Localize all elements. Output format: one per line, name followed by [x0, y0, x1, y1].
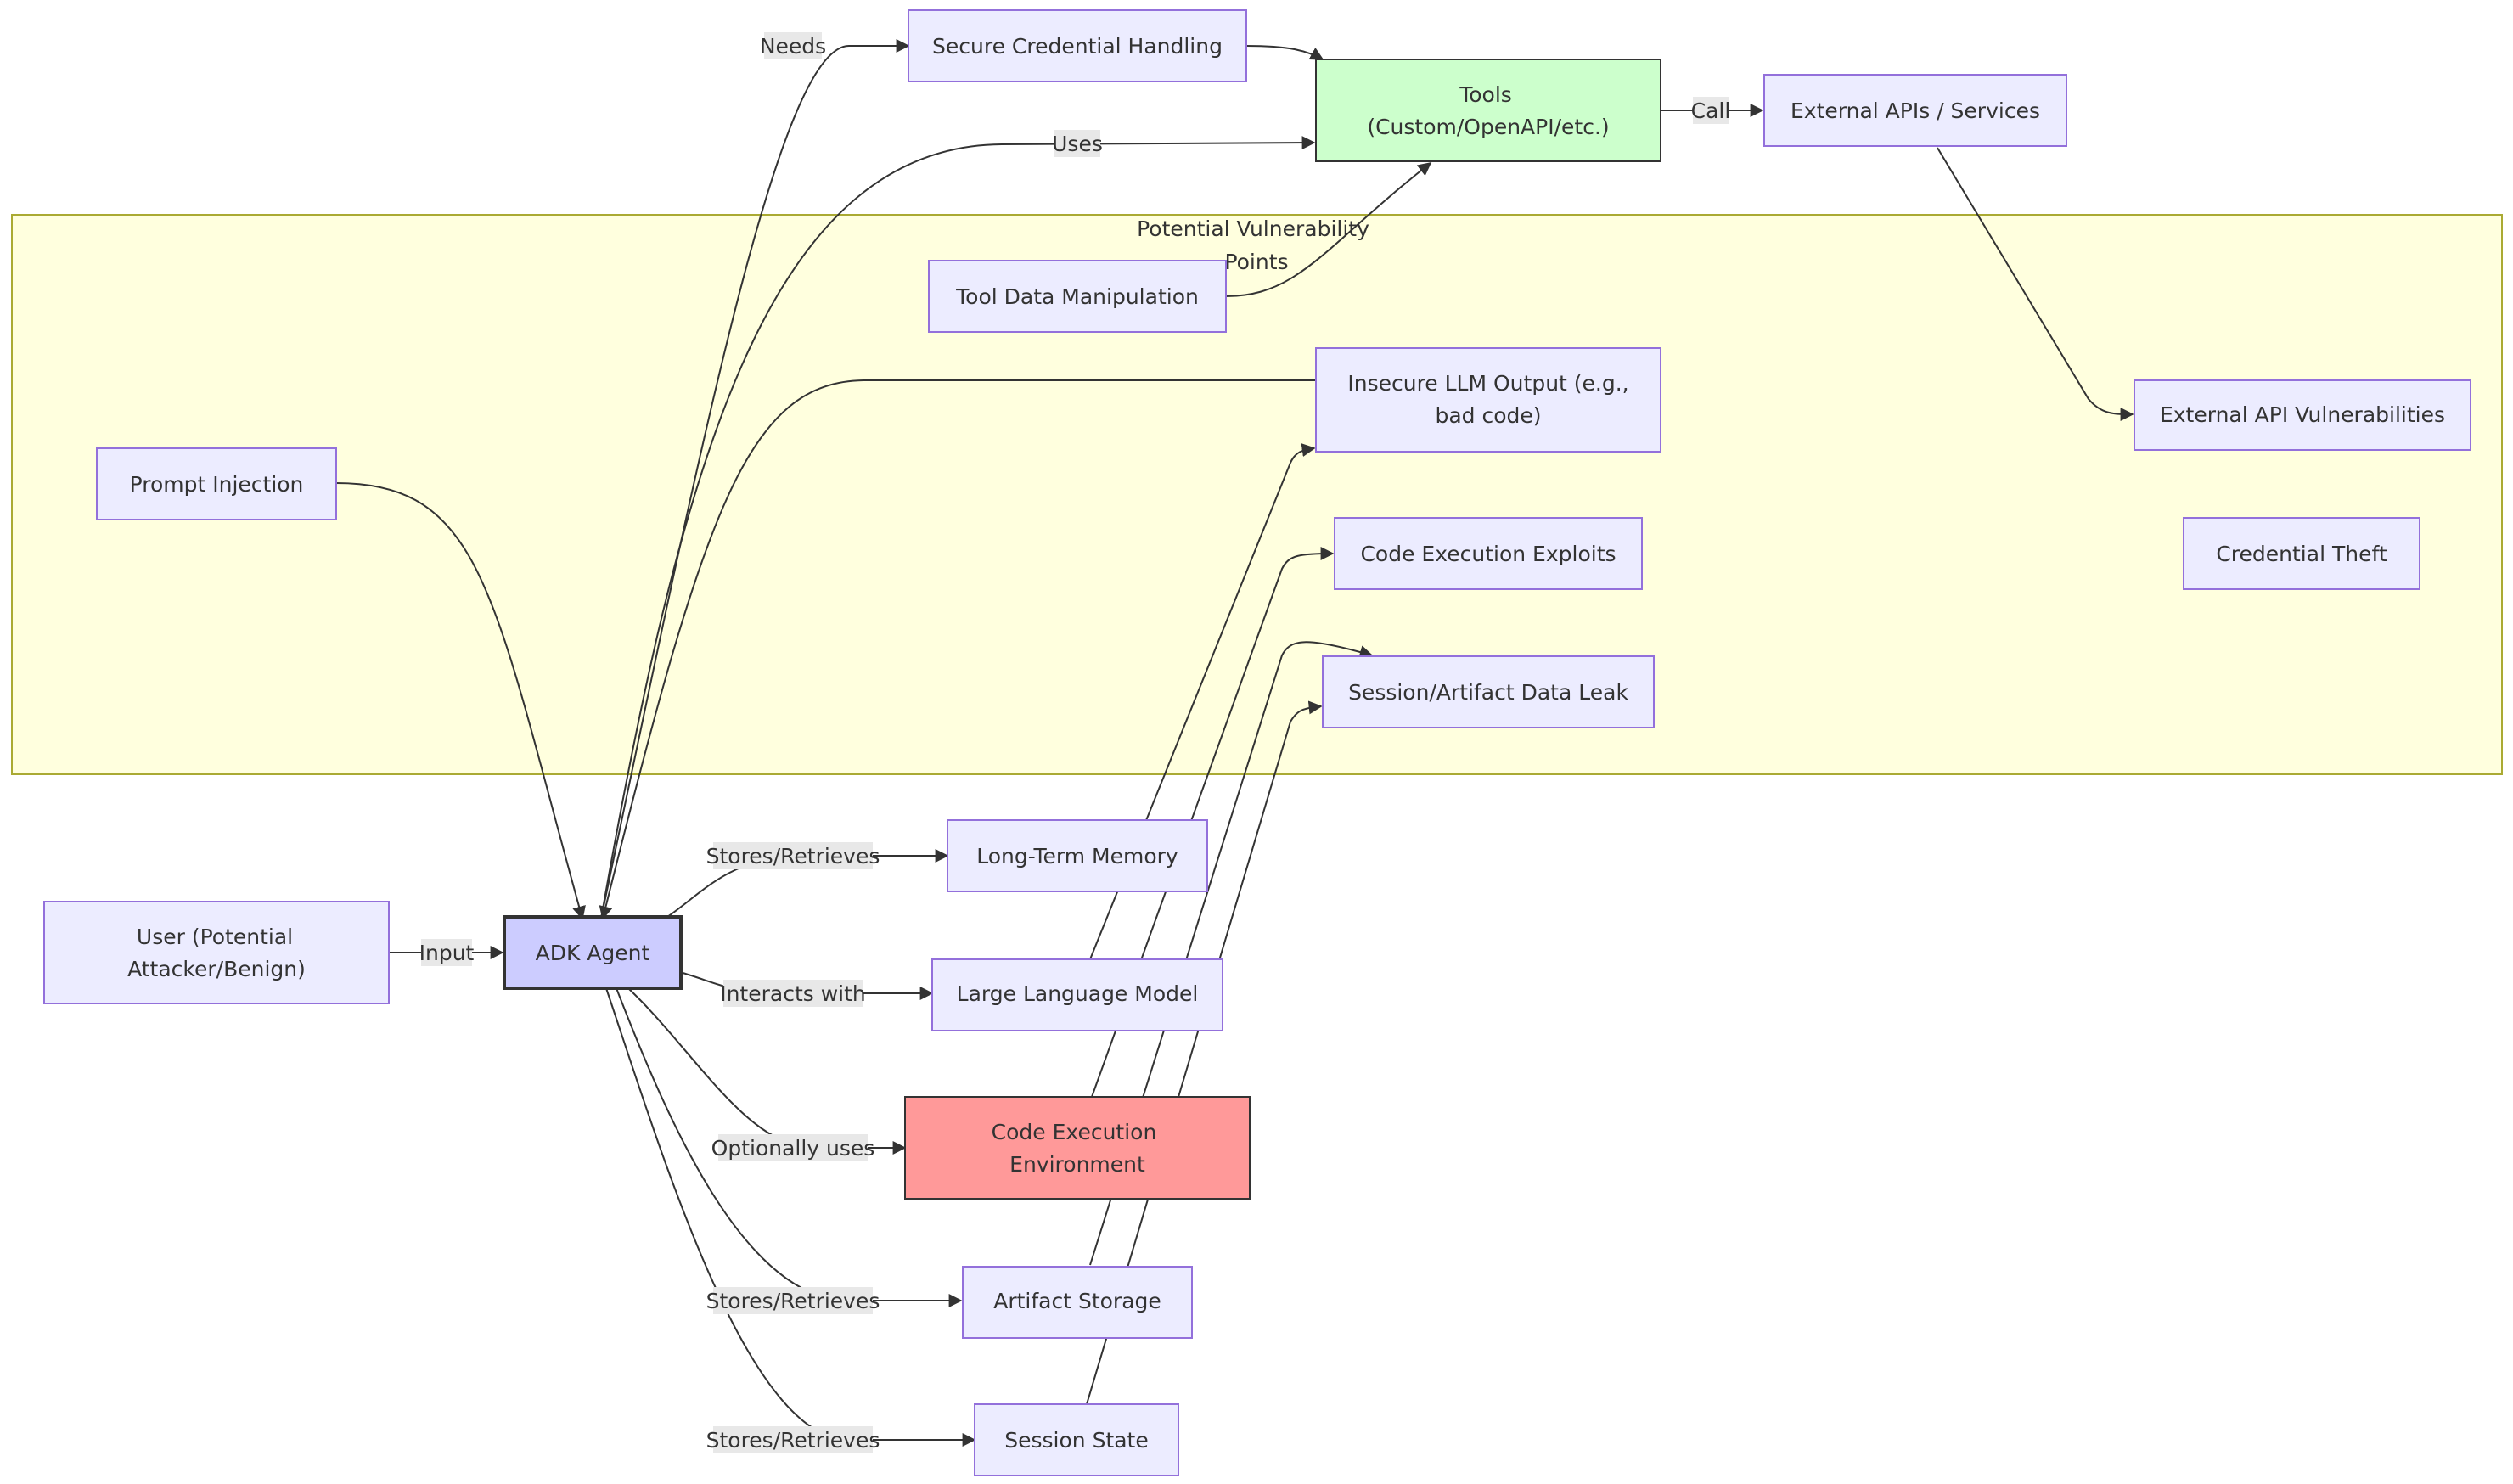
edge-label-needs: Needs [760, 34, 826, 59]
edge-insecure-agent [599, 379, 1316, 920]
edge-prompt-agent [335, 482, 586, 920]
edge-labels: Needs Uses Call Input Stores/Retrieves I… [419, 32, 1731, 1453]
edge-tooldata-tools [1225, 162, 1432, 297]
node-ltm-label: Long-Term Memory [976, 844, 1178, 868]
edge-label-input: Input [419, 941, 475, 965]
node-code-execution-environment: Code Execution Environment [904, 1096, 1251, 1200]
cluster-title-line1: Potential Vulnerability [1137, 216, 1369, 241]
node-user-line2: Attacker/Benign) [127, 957, 306, 981]
node-codeexec-line2: Environment [1009, 1152, 1145, 1177]
node-user-line1: User (Potential [137, 925, 293, 949]
node-artifact-storage: Artifact Storage [962, 1266, 1193, 1339]
edge-artifact-leak [1089, 641, 1374, 1266]
node-external-vuln-label: External API Vulnerabilities [2160, 402, 2445, 427]
edge-label-optionally: Optionally uses [711, 1136, 875, 1161]
edge-llm-insecure [1089, 443, 1316, 960]
edge-label-stores-ltm: Stores/Retrieves [706, 844, 880, 868]
node-credential-theft: Credential Theft [2183, 517, 2420, 590]
cluster-title-line2: Points [1224, 250, 1288, 274]
vulnerability-cluster: Potential Vulnerability Points [11, 214, 2503, 775]
edge-label-stores-session: Stores/Retrieves [706, 1428, 880, 1453]
edge-agent-codeexec [627, 987, 907, 1155]
node-user: User (Potential Attacker/Benign) [43, 901, 390, 1004]
node-insecure-llm-output: Insecure LLM Output (e.g., bad code) [1315, 347, 1661, 453]
node-prompt-injection-label: Prompt Injection [130, 472, 304, 497]
node-external-api-vulnerabilities: External API Vulnerabilities [2134, 379, 2471, 451]
node-secure-credential-label: Secure Credential Handling [932, 34, 1223, 59]
edge-session-leak [1086, 700, 1323, 1405]
node-tools: Tools (Custom/OpenAPI/etc.) [1315, 59, 1661, 162]
node-tool-data-label: Tool Data Manipulation [955, 284, 1199, 309]
node-tools-line1: Tools [1459, 82, 1512, 107]
edge-agent-tools [600, 136, 1316, 919]
node-external-apis-label: External APIs / Services [1791, 98, 2040, 123]
node-session-artifact-leak: Session/Artifact Data Leak [1322, 655, 1655, 728]
edge-agent-session [605, 987, 976, 1447]
edge-label-uses: Uses [1052, 132, 1103, 156]
node-session-leak-label: Session/Artifact Data Leak [1348, 680, 1628, 705]
node-llm-label: Large Language Model [957, 981, 1199, 1006]
node-prompt-injection: Prompt Injection [96, 447, 337, 520]
node-code-exploits-label: Code Execution Exploits [1360, 542, 1616, 566]
node-external-apis: External APIs / Services [1763, 74, 2067, 147]
node-code-execution-exploits: Code Execution Exploits [1334, 517, 1643, 590]
node-session-state: Session State [974, 1403, 1179, 1476]
node-agent-label: ADK Agent [536, 941, 650, 965]
edge-secure-cred-tools [1245, 45, 1324, 60]
edge-label-stores-artifact: Stores/Retrieves [706, 1289, 880, 1313]
node-insecure-llm-line1: Insecure LLM Output (e.g., [1347, 371, 1628, 396]
node-tool-data-manipulation: Tool Data Manipulation [928, 260, 1227, 333]
node-large-language-model: Large Language Model [931, 958, 1223, 1031]
node-tools-line2: (Custom/OpenAPI/etc.) [1367, 115, 1609, 139]
node-adk-agent: ADK Agent [503, 915, 683, 990]
edge-agent-secure-cred [600, 39, 910, 919]
node-secure-credential: Secure Credential Handling [908, 9, 1247, 82]
node-long-term-memory: Long-Term Memory [947, 819, 1208, 892]
node-artifact-label: Artifact Storage [993, 1289, 1161, 1313]
edge-label-call: Call [1691, 98, 1731, 123]
node-session-label: Session State [1004, 1428, 1149, 1453]
node-codeexec-line1: Code Execution [992, 1120, 1157, 1144]
node-insecure-llm-line2: bad code) [1435, 403, 1541, 428]
edge-external-vuln [1937, 147, 2134, 421]
edge-codeexec-exploits [1091, 547, 1335, 1098]
edge-label-interacts: Interacts with [720, 981, 866, 1006]
node-credential-theft-label: Credential Theft [2216, 542, 2387, 566]
